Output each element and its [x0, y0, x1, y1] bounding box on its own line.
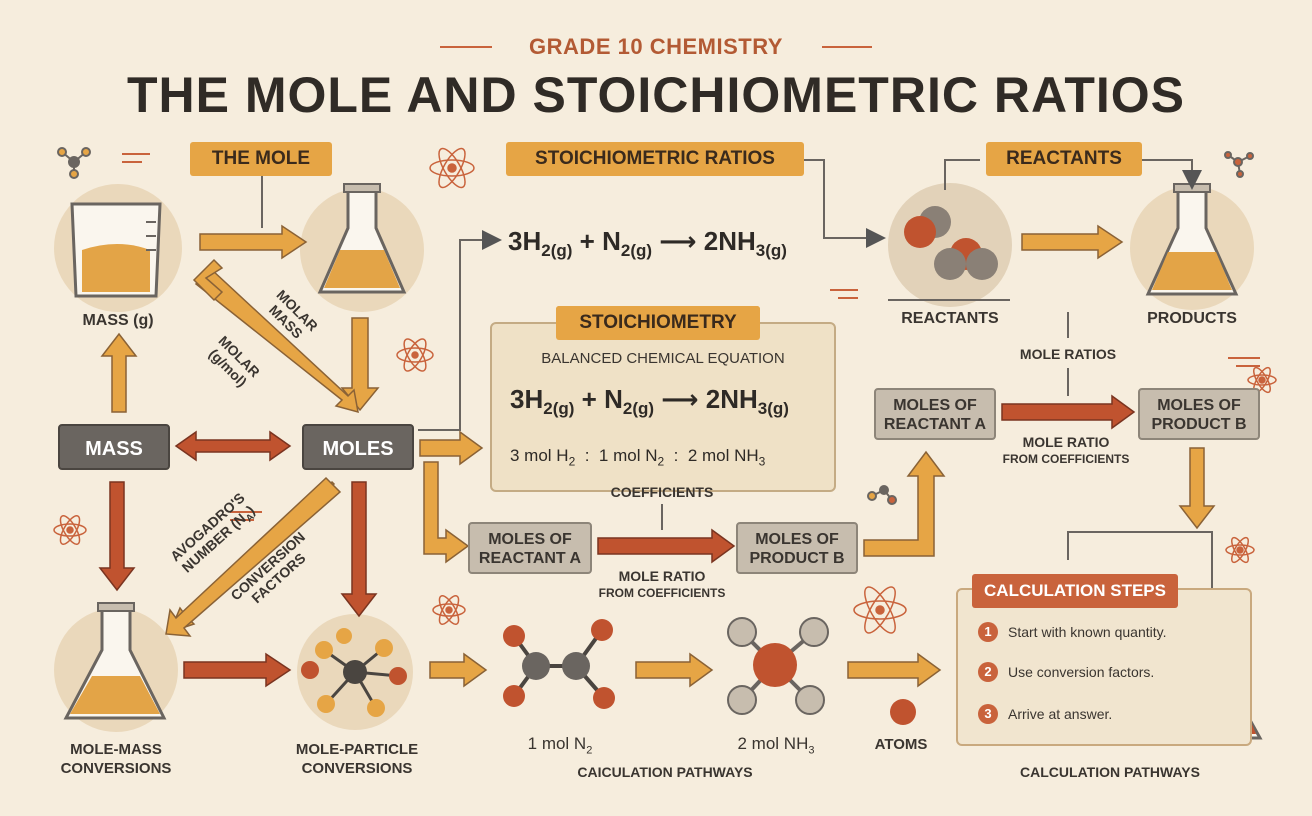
mole-mass-line1: MOLE-MASS	[70, 741, 162, 758]
mole-mass-flask-illustration	[54, 602, 178, 732]
one-mol-n2-sub: 2	[586, 744, 593, 757]
step-1-number: 1	[978, 622, 998, 642]
mole-mass-line2: CONVERSIONS	[60, 760, 172, 777]
mole-ratio-line: 3 mol H2 : 1 mol N2 : 2 mol NH3	[510, 446, 765, 468]
calculation-pathways-bottom-label: CAICULATION PATHWAYS	[577, 764, 753, 780]
two-mol-nh3-sub: 3	[808, 744, 815, 757]
coefficients-label: COEFFICIENTS	[610, 484, 714, 500]
ratio-separator-1: :	[584, 446, 590, 465]
panel-equation-hydrogen-sub: 2(g)	[543, 399, 575, 419]
grade-heading: GRADE 10 CHEMISTRY	[529, 34, 783, 59]
product-b-line1: MOLES OF	[755, 531, 839, 548]
step-3-number: 3	[978, 704, 998, 724]
particle-cluster-illustration	[297, 614, 413, 730]
mole-ratio-label: MOLE RATIO	[618, 568, 706, 584]
the-mole-tag: THE MOLE	[190, 142, 332, 176]
equation-nitrogen: N	[602, 226, 621, 256]
flask-illustration	[300, 183, 424, 312]
products-label: PRODUCTS	[1147, 310, 1237, 327]
mass-g-label: MASS (g)	[82, 312, 154, 329]
mole-particle-conversions-label: MOLE-PARTICLE CONVERSIONS	[282, 740, 432, 778]
step-2-number: 2	[978, 662, 998, 682]
product-b-right-line2: PRODUCT B	[1151, 416, 1247, 433]
molecule-icon	[57, 147, 1254, 505]
decorative-dashes	[122, 153, 1260, 521]
reactants-image-label: REACTANTS	[901, 310, 999, 327]
mole-ratios-label: MOLE RATIOS	[1019, 346, 1117, 362]
one-mol-n2-label: 1 mol N2	[500, 734, 620, 756]
calculation-step-2: 2 Use conversion factors.	[978, 662, 1154, 682]
mass-box: MASS	[58, 424, 170, 470]
moles-of-reactant-a-box-right: MOLES OF REACTANT A	[874, 388, 996, 440]
stoichiometric-ratios-tag: STOICHIOMETRIC RATIOS	[506, 142, 804, 176]
step-2-text: Use conversion factors.	[1008, 664, 1155, 680]
panel-equation-ammonia-sub: 3(g)	[757, 399, 789, 419]
ratio-nitrogen-sub: 2	[657, 454, 665, 469]
step-3-text: Arrive at answer.	[1008, 706, 1113, 722]
calculation-step-3: 3 Arrive at answer.	[978, 704, 1112, 724]
red-flow-arrows	[98, 394, 1136, 688]
equation-hydrogen-sub: 2(g)	[541, 241, 573, 261]
calculation-pathways-right-label: CALCULATION PATHWAYS	[1020, 764, 1200, 780]
reactant-a-right-line2: REACTANT A	[883, 416, 987, 433]
reactants-illustration	[888, 183, 1012, 307]
equation-plus: +	[579, 226, 595, 256]
equation-ammonia: 2NH	[703, 226, 756, 256]
ratio-hydrogen-sub: 2	[568, 454, 576, 469]
equation-arrow: ⟶	[659, 226, 697, 256]
panel-equation-arrow: ⟶	[661, 384, 699, 414]
ratio-ammonia-sub: 3	[758, 454, 766, 469]
from-coefficients-right-label: FROM COEFFICIENTS	[1002, 452, 1130, 466]
one-mol-n2-text: 1 mol N	[527, 734, 587, 753]
equation-nitrogen-sub: 2(g)	[620, 241, 653, 261]
moles-box: MOLES	[302, 424, 414, 470]
nitrogen-molecule-illustration	[503, 619, 615, 709]
moles-of-reactant-a-box: MOLES OF REACTANT A	[468, 522, 592, 574]
ratio-separator-2: :	[673, 446, 679, 465]
reactant-a-right-line1: MOLES OF	[893, 397, 977, 414]
reactant-a-line2: REACTANT A	[478, 550, 582, 567]
top-chemical-equation: 3H2(g) + N2(g) ⟶ 2NH3(g)	[508, 226, 787, 261]
ratio-hydrogen: 3 mol H	[510, 446, 569, 465]
panel-equation-nitrogen-sub: 2(g)	[622, 399, 655, 419]
panel-equation-ammonia: 2NH	[705, 384, 758, 414]
reactant-a-line1: MOLES OF	[488, 531, 572, 548]
atoms-label: ATOMS	[874, 736, 928, 753]
connector-lines	[261, 159, 1222, 626]
page-title: THE MOLE AND STOICHIOMETRIC RATIOS	[126, 67, 1186, 123]
panel-equation-nitrogen: N	[604, 384, 623, 414]
step-1-text: Start with known quantity.	[1008, 624, 1167, 640]
equation-hydrogen: 3H	[508, 226, 542, 256]
products-flask-illustration	[1130, 183, 1254, 310]
calculation-steps-title: CALCULATION STEPS	[972, 574, 1178, 608]
from-coefficients-label: FROM COEFFICIENTS	[598, 586, 726, 600]
avogadro-arrow	[165, 476, 342, 637]
two-mol-nh3-text: 2 mol NH	[737, 734, 809, 753]
atom-ball-illustration	[890, 699, 916, 725]
ratio-nitrogen: 1 mol N	[598, 446, 658, 465]
panel-equation-plus: +	[581, 384, 597, 414]
ammonia-molecule-illustration	[727, 617, 829, 715]
product-b-right-line1: MOLES OF	[1157, 397, 1241, 414]
calculation-step-1: 1 Start with known quantity.	[978, 622, 1166, 642]
stoichiometry-tag-front: STOICHIOMETRY	[556, 306, 760, 340]
mole-mass-conversions-label: MOLE-MASS CONVERSIONS	[46, 740, 186, 778]
mole-particle-line1: MOLE-PARTICLE	[295, 741, 419, 758]
moles-of-product-b-box-right: MOLES OF PRODUCT B	[1138, 388, 1260, 440]
product-b-line2: PRODUCT B	[749, 550, 845, 567]
mole-particle-line2: CONVERSIONS	[301, 760, 413, 777]
reactants-tag: REACTANTS	[986, 142, 1142, 176]
beaker-illustration	[54, 184, 182, 312]
moles-of-product-b-box: MOLES OF PRODUCT B	[736, 522, 858, 574]
equation-ammonia-sub: 3(g)	[755, 241, 787, 261]
panel-equation-hydrogen: 3H	[510, 384, 544, 414]
two-mol-nh3-label: 2 mol NH3	[716, 734, 836, 756]
ratio-ammonia: 2 mol NH	[687, 446, 759, 465]
mole-ratio-right-label: MOLE RATIO	[1022, 434, 1110, 450]
panel-chemical-equation: 3H2(g) + N2(g) ⟶ 2NH3(g)	[510, 384, 789, 419]
balanced-equation-label: BALANCED CHEMICAL EQUATION	[541, 350, 785, 367]
